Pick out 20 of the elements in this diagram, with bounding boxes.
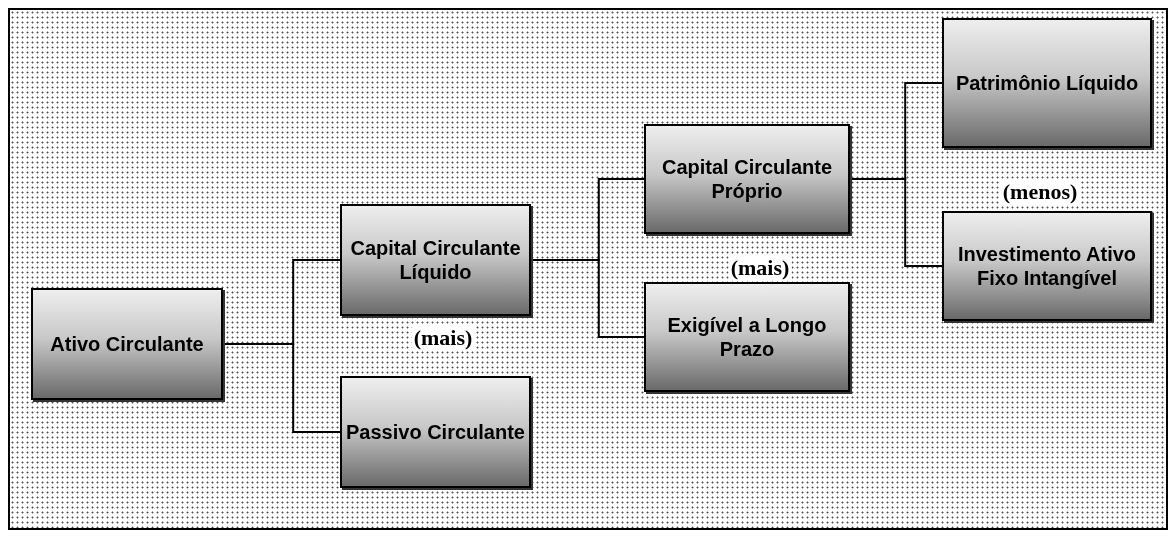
operator-label: (mais)	[728, 255, 792, 281]
gradient-box	[644, 282, 850, 392]
gradient-box	[942, 211, 1152, 321]
box-label: Investimento Ativo Fixo Intangível	[956, 242, 1138, 290]
box-label: Exigível a Longo Prazo	[666, 313, 828, 361]
box-label: Capital Circulante Próprio	[660, 155, 833, 203]
connector-line	[849, 178, 943, 267]
connector-line	[530, 259, 645, 338]
box-label: Capital Circulante Líquido	[349, 236, 522, 284]
box-label: Patrimônio Líquido	[954, 71, 1140, 95]
gradient-box	[644, 124, 850, 234]
operator-label: (menos)	[1000, 179, 1080, 205]
operator-label: (mais)	[411, 325, 475, 351]
box-label: Ativo Circulante	[49, 332, 205, 356]
connector-line	[222, 343, 341, 433]
gradient-box	[942, 18, 1152, 148]
gradient-box	[31, 288, 223, 400]
gradient-box	[340, 376, 531, 488]
gradient-box	[340, 204, 531, 316]
box-label: Passivo Circulante	[345, 420, 526, 444]
